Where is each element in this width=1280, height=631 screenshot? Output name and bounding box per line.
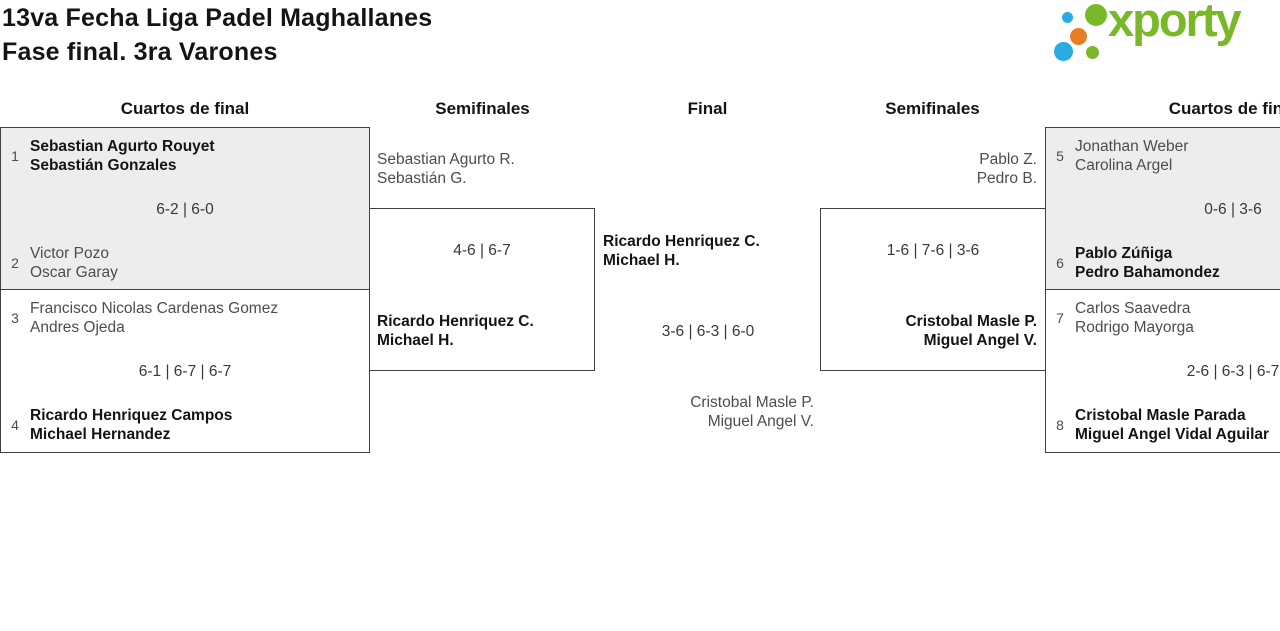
player-name: Michael H. xyxy=(377,332,454,349)
player-name: Andres Ojeda xyxy=(30,319,125,336)
seed-number: 6 xyxy=(1056,254,1064,271)
team-entry-seed6: 6 Pablo Zúñiga Pedro Bahamondez xyxy=(1053,244,1220,282)
round-label-sf-right: Semifinales xyxy=(885,99,980,118)
seed-number: 7 xyxy=(1056,309,1064,326)
team-entry-seed5: 5 Jonathan Weber Carolina Argel xyxy=(1053,137,1188,175)
page-title-line2: Fase final. 3ra Varones xyxy=(2,38,278,66)
round-label-qf-left: Cuartos de final xyxy=(120,99,250,118)
match-box-qf-left-bottom xyxy=(0,289,370,453)
match-score-final: 3-6 | 6-3 | 6-0 xyxy=(661,323,755,340)
player-name: Cristobal Masle P. xyxy=(690,394,814,411)
player-name: Miguel Angel V. xyxy=(923,332,1037,349)
team-entry-sf1-bottom: Ricardo Henriquez C. Michael H. xyxy=(377,312,534,350)
match-score-qf4: 2-6 | 6-3 | 6-7 xyxy=(1186,363,1280,380)
team-entry-seed4: 4 Ricardo Henriquez Campos Michael Herna… xyxy=(8,406,232,444)
team-entry-seed2: 2 Victor Pozo Oscar Garay xyxy=(8,244,118,282)
player-name: Carolina Argel xyxy=(1075,157,1173,174)
team-entry-seed7: 7 Carlos Saavedra Rodrigo Mayorga xyxy=(1053,299,1194,337)
player-name: Oscar Garay xyxy=(30,264,118,281)
player-name: Cristobal Masle P. xyxy=(905,313,1037,330)
team-entry-seed8: 8 Cristobal Masle Parada Miguel Angel Vi… xyxy=(1053,406,1269,444)
player-name: Pablo Z. xyxy=(979,151,1037,168)
team-entry-seed3: 3 Francisco Nicolas Cardenas Gomez Andre… xyxy=(8,299,278,337)
match-box-qf-right-bottom xyxy=(1045,289,1280,453)
player-name: Jonathan Weber xyxy=(1075,138,1189,155)
player-name: Ricardo Henriquez C. xyxy=(603,233,760,250)
logo-dot-orange-icon xyxy=(1070,28,1087,45)
logo-dot-green-small-icon xyxy=(1086,46,1099,59)
match-box-sf-right xyxy=(820,208,1046,371)
player-name: Carlos Saavedra xyxy=(1075,300,1191,317)
player-name: Michael H. xyxy=(603,252,680,269)
team-entry-sf2-top: Pablo Z. Pedro B. xyxy=(820,150,1037,188)
match-score-sf1: 4-6 | 6-7 xyxy=(453,242,511,259)
logo-dot-green-large-icon xyxy=(1085,4,1107,26)
seed-number: 5 xyxy=(1056,147,1064,164)
match-box-qf-right-top xyxy=(1045,127,1280,290)
team-entry-final-top: Ricardo Henriquez C. Michael H. xyxy=(603,232,760,270)
player-name: Victor Pozo xyxy=(30,245,109,262)
player-name: Michael Hernandez xyxy=(30,426,171,443)
player-name: Rodrigo Mayorga xyxy=(1075,319,1194,336)
team-entry-seed1: 1 Sebastian Agurto Rouyet Sebastián Gonz… xyxy=(8,137,215,175)
team-entry-sf1-top: Sebastian Agurto R. Sebastián G. xyxy=(377,150,515,188)
match-score-qf1: 6-2 | 6-0 xyxy=(156,201,214,218)
team-entry-final-bottom: Cristobal Masle P. Miguel Angel V. xyxy=(595,393,814,431)
player-name: Pedro Bahamondez xyxy=(1075,264,1220,281)
match-box-sf-left xyxy=(369,208,595,371)
seed-number: 3 xyxy=(11,309,19,326)
match-box-qf-left-top xyxy=(0,127,370,290)
xporty-logo[interactable]: xporty xyxy=(1048,0,1280,72)
player-name: Ricardo Henriquez Campos xyxy=(30,407,233,424)
match-score-qf2: 6-1 | 6-7 | 6-7 xyxy=(138,363,232,380)
player-name: Pedro B. xyxy=(976,170,1037,187)
seed-number: 2 xyxy=(11,254,19,271)
player-name: Pablo Zúñiga xyxy=(1075,245,1173,262)
logo-wordmark: xporty xyxy=(1108,0,1242,46)
seed-number: 1 xyxy=(11,147,19,164)
player-name: Francisco Nicolas Cardenas Gomez xyxy=(30,300,279,317)
logo-dot-blue-large-icon xyxy=(1054,42,1073,61)
round-label-qf-right: Cuartos de final xyxy=(1168,99,1280,118)
seed-number: 4 xyxy=(11,416,19,433)
player-name: Sebastián Gonzales xyxy=(30,157,177,174)
player-name: Sebastian Agurto Rouyet xyxy=(30,138,215,155)
player-name: Sebastián G. xyxy=(377,170,467,187)
player-name: Sebastian Agurto R. xyxy=(377,151,515,168)
match-score-sf2: 1-6 | 7-6 | 3-6 xyxy=(886,242,980,259)
round-label-final: Final xyxy=(687,99,728,118)
seed-number: 8 xyxy=(1056,416,1064,433)
page-title-line1: 13va Fecha Liga Padel Maghallanes xyxy=(2,4,433,32)
logo-dot-blue-small-icon xyxy=(1062,12,1073,23)
player-name: Cristobal Masle Parada xyxy=(1075,407,1246,424)
player-name: Miguel Angel Vidal Aguilar xyxy=(1075,426,1270,443)
player-name: Ricardo Henriquez C. xyxy=(377,313,534,330)
team-entry-sf2-bottom: Cristobal Masle P. Miguel Angel V. xyxy=(820,312,1037,350)
match-score-qf3: 0-6 | 3-6 xyxy=(1204,201,1262,218)
page-title: 13va Fecha Liga Padel Maghallanes Fase f… xyxy=(2,1,432,69)
player-name: Miguel Angel V. xyxy=(707,413,814,430)
round-label-sf-left: Semifinales xyxy=(435,99,530,118)
